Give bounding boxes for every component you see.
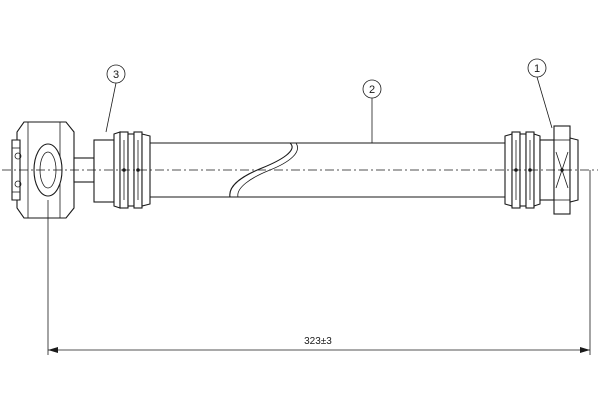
dimension-line <box>48 347 590 353</box>
callout-1: 1 <box>527 58 553 129</box>
callout-1-label: 1 <box>534 63 540 75</box>
callout-2-label: 2 <box>369 84 375 96</box>
dimension-label: 323±3 <box>304 336 332 347</box>
groove-markers <box>122 168 564 172</box>
extension-lines <box>47 170 591 355</box>
callout-3-label: 3 <box>113 69 119 81</box>
left-banjo-fitting <box>11 121 75 219</box>
callout-3: 3 <box>105 64 126 133</box>
hose-body <box>150 142 505 198</box>
callout-2: 2 <box>362 79 382 143</box>
